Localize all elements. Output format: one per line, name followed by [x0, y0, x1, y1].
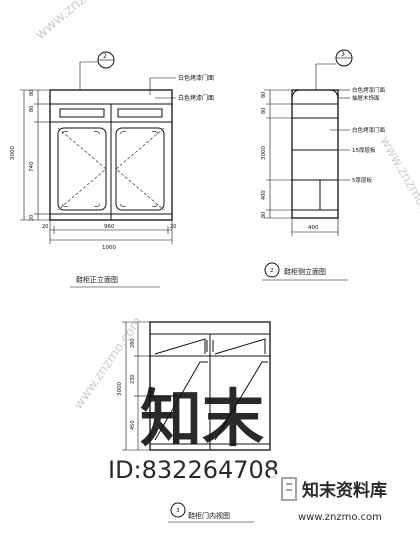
drawer-diagonal-right [214, 338, 266, 355]
front-elevation: 2 白色烤漆门面 白色烤漆门面 3000 740 80 80 20 20 960… [10, 51, 214, 288]
side-dim-400: 400 [261, 190, 267, 200]
side-callout-1: 白色烤漆门面 [352, 86, 386, 94]
drawer-diagonal-left [154, 338, 206, 355]
section-marker-number: 2 [103, 53, 107, 60]
watermark-logo-icon [281, 477, 297, 501]
drawer-handle-right [117, 108, 163, 118]
door-diagonal-left [154, 361, 208, 441]
watermark-id: ID:832264708 [108, 456, 279, 484]
side-width-text: 400 [308, 225, 319, 231]
dim-text-80a: 80 [29, 106, 35, 112]
door-dim-total: 3000 [117, 382, 123, 396]
side-top-profile [291, 89, 339, 101]
door-ornament-right [119, 131, 159, 207]
dim-text-80b: 80 [29, 90, 35, 96]
side-elevation: 3 白色烤漆门面 抽屉木饰面 白色烤漆门面 15厚层板 5厚层板 80 80 3… [261, 49, 386, 281]
watermark-url-2: www.znzmo.com [71, 314, 146, 412]
side-dim-80a: 80 [261, 92, 267, 98]
dim-text-w20a: 20 [42, 224, 48, 230]
side-dim-80c: 80 [261, 212, 267, 218]
watermark-site-name: 知末资料库 [301, 480, 387, 501]
door-title-index: 3 [176, 508, 180, 514]
door-elevation: 3000 280 230 450 3 鞋柜门内视图 [117, 321, 271, 523]
watermark-site-url: www.znzmo.com [298, 512, 382, 523]
door-panel-right [115, 127, 165, 211]
side-section-marker-number: 3 [341, 51, 345, 58]
side-callout-2: 抽屉木饰面 [352, 94, 380, 102]
door-panel-left [57, 127, 107, 211]
door-swing-left [57, 127, 107, 211]
front-callout-1: 白色烤漆门面 [178, 74, 214, 82]
dim-text-20: 20 [29, 215, 35, 221]
door-dim-280: 280 [130, 338, 136, 348]
door-elevation-title: 鞋柜门内视图 [188, 511, 230, 520]
dim-text-w20b: 20 [170, 224, 176, 230]
side-elevation-title: 鞋柜侧立面图 [284, 267, 326, 276]
front-elevation-title: 鞋柜正立面图 [76, 275, 118, 284]
door-swing-right [115, 127, 165, 211]
side-callout-3: 白色烤漆门面 [352, 126, 386, 134]
watermark-url-1: www.znzmo.com [32, 0, 132, 43]
door-diagonal-right [214, 361, 268, 441]
side-title-index-circle [264, 262, 280, 278]
side-callout-5: 5厚层板 [352, 176, 372, 184]
dim-text-w1000: 1000 [102, 245, 116, 251]
side-title-index: 2 [270, 268, 274, 274]
side-dim-total: 3000 [261, 146, 267, 160]
dim-text-740: 740 [29, 161, 35, 172]
door-dim-450: 450 [130, 420, 136, 430]
side-callout-4: 15厚层板 [352, 146, 376, 154]
watermark-layer: www.znzmo.com www.znzmo.com www.znzmo.co… [32, 0, 420, 523]
door-ornament-left [61, 131, 101, 207]
side-dim-80b: 80 [261, 108, 267, 114]
drawer-handle-left [59, 108, 105, 118]
watermark-url-3: www.znzmo.com [377, 135, 420, 237]
dim-text-total: 3000 [10, 146, 16, 160]
door-dim-230: 230 [130, 374, 136, 384]
dim-text-w960: 960 [104, 224, 115, 230]
door-title-index-circle [170, 502, 186, 518]
front-callout-2: 白色烤漆门面 [178, 94, 214, 102]
side-cabinet-outline [291, 89, 339, 219]
watermark-brand: 知末 [140, 382, 264, 455]
